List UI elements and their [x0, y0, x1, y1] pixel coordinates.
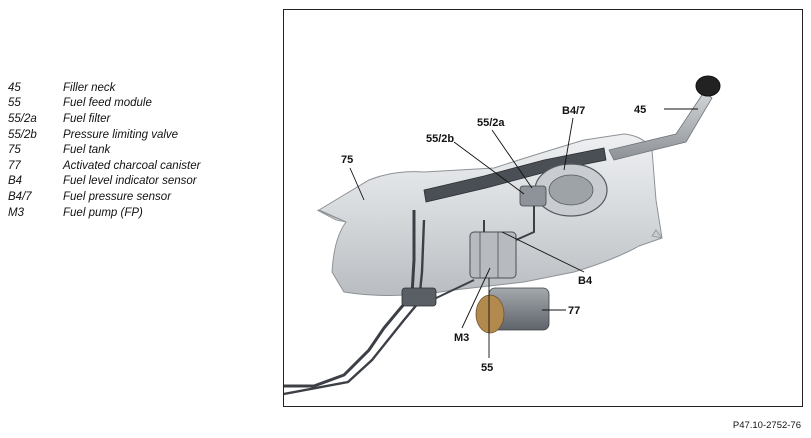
fuel-filter	[519, 185, 547, 207]
callout-77: 77	[568, 305, 580, 317]
legend-text: Fuel pressure sensor	[63, 190, 172, 203]
legend-text: Pressure limiting valve	[63, 128, 179, 141]
legend-text: Fuel feed module	[63, 97, 152, 110]
callout-m3: M3	[454, 332, 469, 344]
callout-55-2a: 55/2a	[477, 117, 505, 129]
line-connector	[401, 287, 437, 307]
legend-text: Filler neck	[63, 81, 116, 94]
legend-row: 77 Activated charcoal canister	[8, 158, 278, 174]
legend-text: Fuel pump (FP)	[63, 206, 143, 219]
legend-row: 55 Fuel feed module	[8, 96, 278, 112]
legend-code: B4	[8, 175, 23, 188]
legend-row: B4 Fuel level indicator sensor	[8, 174, 278, 190]
legend-code: 75	[8, 144, 21, 157]
legend-row: B4/7 Fuel pressure sensor	[8, 189, 278, 205]
legend-code: 55	[8, 97, 21, 110]
charcoal-canister-cap	[475, 294, 505, 334]
callout-55-2b: 55/2b	[426, 133, 454, 145]
legend-code: 45	[8, 81, 21, 94]
filler-neck-cap	[695, 75, 721, 97]
legend-text: Activated charcoal canister	[63, 159, 201, 172]
callout-45: 45	[634, 104, 646, 116]
legend-text: Fuel level indicator sensor	[63, 175, 197, 188]
leader-lines	[349, 108, 698, 358]
legend-row: 75 Fuel tank	[8, 142, 278, 158]
legend-code: 77	[8, 159, 21, 172]
illustration-frame: 45 75 55/2b 55/2a B4/7 B4 77 M3 55	[283, 9, 803, 407]
callout-b4-7: B4/7	[562, 105, 585, 117]
callout-75: 75	[341, 154, 353, 166]
legend-text: Fuel filter	[63, 112, 111, 125]
legend-row: 55/2a Fuel filter	[8, 111, 278, 127]
callout-b4: B4	[578, 275, 593, 287]
legend-code: B4/7	[8, 190, 32, 203]
fuel-feed-module	[469, 231, 517, 279]
fuel-system-illustration: 45 75 55/2b 55/2a B4/7 B4 77 M3 55	[284, 75, 721, 396]
legend-code: 55/2a	[8, 112, 37, 125]
figure-reference: P47.10-2752-76	[732, 420, 801, 431]
fuel-line	[431, 206, 535, 301]
legend-row: 45 Filler neck	[8, 80, 278, 96]
callout-55: 55	[481, 362, 493, 374]
legend-row: 55/2b Pressure limiting valve	[8, 127, 278, 143]
legend-text: Fuel tank	[63, 144, 111, 157]
vent-rail	[423, 147, 607, 203]
fuel-line	[284, 219, 426, 396]
tank-flange	[316, 209, 663, 239]
sensor-disc-center	[548, 174, 594, 206]
legend-code: 55/2b	[8, 128, 37, 141]
filler-neck	[608, 91, 713, 161]
legend-code: M3	[8, 206, 24, 219]
legend-row: M3 Fuel pump (FP)	[8, 205, 278, 221]
fuel-line	[284, 210, 416, 388]
